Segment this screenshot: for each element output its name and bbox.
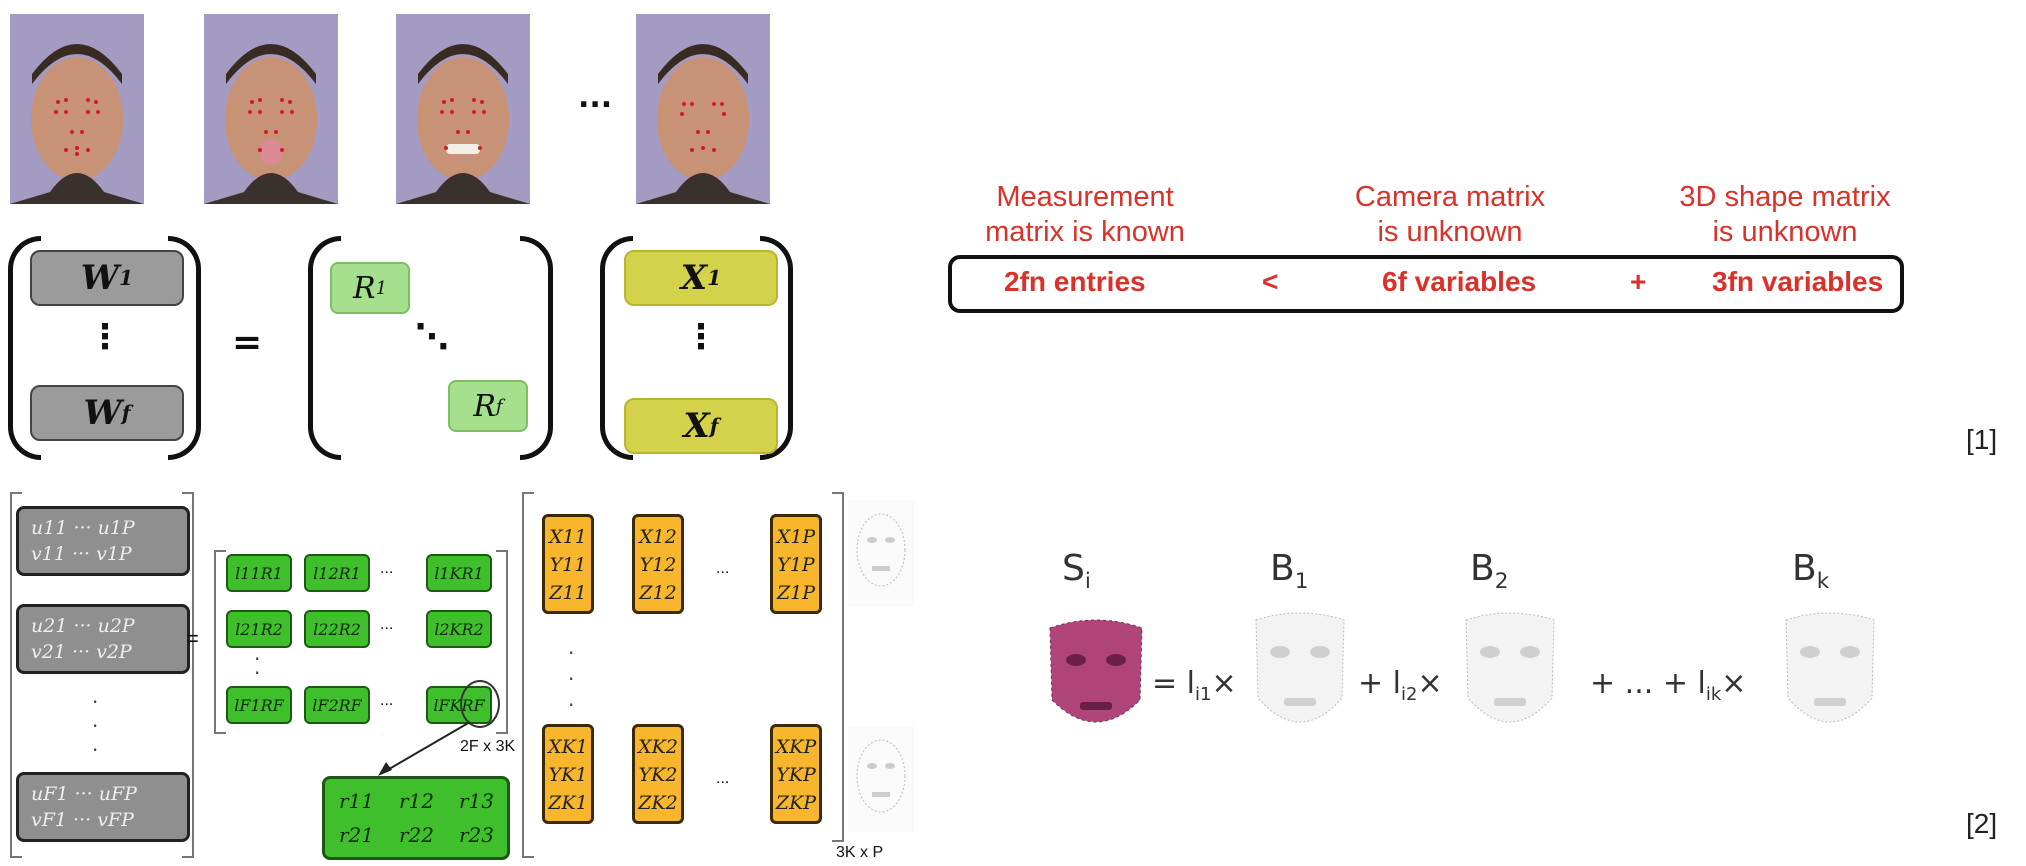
measurement-block-1: u11 ··· u1P v11 ··· v1P [16,506,190,576]
label-b1: B1 [1270,548,1309,595]
citation-2: [2] [1966,808,1998,839]
term-3fn-variables: 3fn variables [1712,266,1884,297]
face-photo-4 [636,14,770,204]
rot-ellipsis-r3: ... [380,692,394,709]
shape-vdots: ··· [568,641,575,717]
rotation-bracket-right [496,550,508,734]
rot-cell-r1c1: l11R1 [226,554,292,592]
mesh-face-small-bottom [848,726,914,832]
rotation-bracket-left [214,550,226,734]
constraint-row-box [948,255,1904,313]
shape-cell-bottom-3: XKP YKP ZKP [770,724,822,824]
label-b2: B2 [1470,548,1509,595]
plus-sign: + [1630,266,1647,297]
equals-sign: = [232,322,263,363]
rot-cell-r2c2: l22R2 [304,610,370,648]
rot-cell-r1c2: l12R1 [304,554,370,592]
matrix-r-ddots: ⋱ [415,317,449,357]
measurement-vdots: ··· [92,690,99,762]
term-6f-variables: 6f variables [1382,266,1537,297]
rot-cell-r2c1: l21R2 [226,610,292,648]
matrix-w-vdots: ⋮ [88,317,122,357]
mesh-face-b2 [1465,612,1555,723]
rot-cell-r3c1: lF1RF [226,686,292,724]
less-than-sign: < [1262,266,1279,297]
shape-bracket-left [522,492,534,858]
eq-term-2: + li2× [1358,666,1443,705]
matrix-x-vdots: ⋮ [684,317,718,357]
measurement-bracket-left [10,492,22,858]
highlight-circle [460,680,500,728]
shape-cell-top-1: X11 Y11 Z11 [542,514,594,614]
measurement-block-2: u21 ··· u2P v21 ··· v2P [16,604,190,674]
measurement-block-3: uF1 ··· uFP vF1 ··· vFP [16,772,190,842]
rot-ellipsis-r1: ... [380,560,394,577]
rot-ellipsis-r2: ... [380,616,394,633]
dim-2fx3k: 2F x 3K [460,738,516,755]
measurement-bracket-right [182,492,194,858]
label-bk: Bk [1792,548,1830,595]
rot-cell-r3c2: lF2RF [304,686,370,724]
ellipsis-faces: ... [578,80,613,115]
rot-cell-r1c3: l1KR1 [426,554,492,592]
face-photo-1 [10,14,144,204]
r-matrix-block: r11 r12 r13 r21 r22 r23 [322,776,510,860]
rot-vdots: ·· [254,647,261,685]
eq-term-3: + ... + lik× [1590,666,1747,705]
shape-cell-top-3: X1P Y1P Z1P [770,514,822,614]
shape-ellipsis-top: ... [716,560,730,577]
face-photo-3 [396,14,530,204]
shape-cell-bottom-1: XK1 YK1 ZK1 [542,724,594,824]
pointer-arrow [378,721,471,776]
mesh-face-si [1049,619,1143,723]
mesh-face-small-top [848,500,914,606]
eq-term-1: = li1× [1152,666,1237,705]
dim-3kxp: 3K x P [836,844,884,861]
rot-cell-r2c3: l2KR2 [426,610,492,648]
face-photo-2 [204,14,338,204]
shape-bracket-right [832,492,844,842]
term-2fn-entries: 2fn entries [1004,266,1146,297]
label-si: Si [1062,548,1091,595]
shape-cell-bottom-2: XK2 YK2 ZK2 [632,724,684,824]
citation-1: [1] [1966,424,1998,455]
shape-cell-top-2: X12 Y12 Z12 [632,514,684,614]
mesh-face-bk [1785,612,1875,723]
factor-equals: = [186,626,199,651]
shape-ellipsis-bottom: ... [716,770,730,787]
mesh-face-b1 [1255,612,1345,723]
